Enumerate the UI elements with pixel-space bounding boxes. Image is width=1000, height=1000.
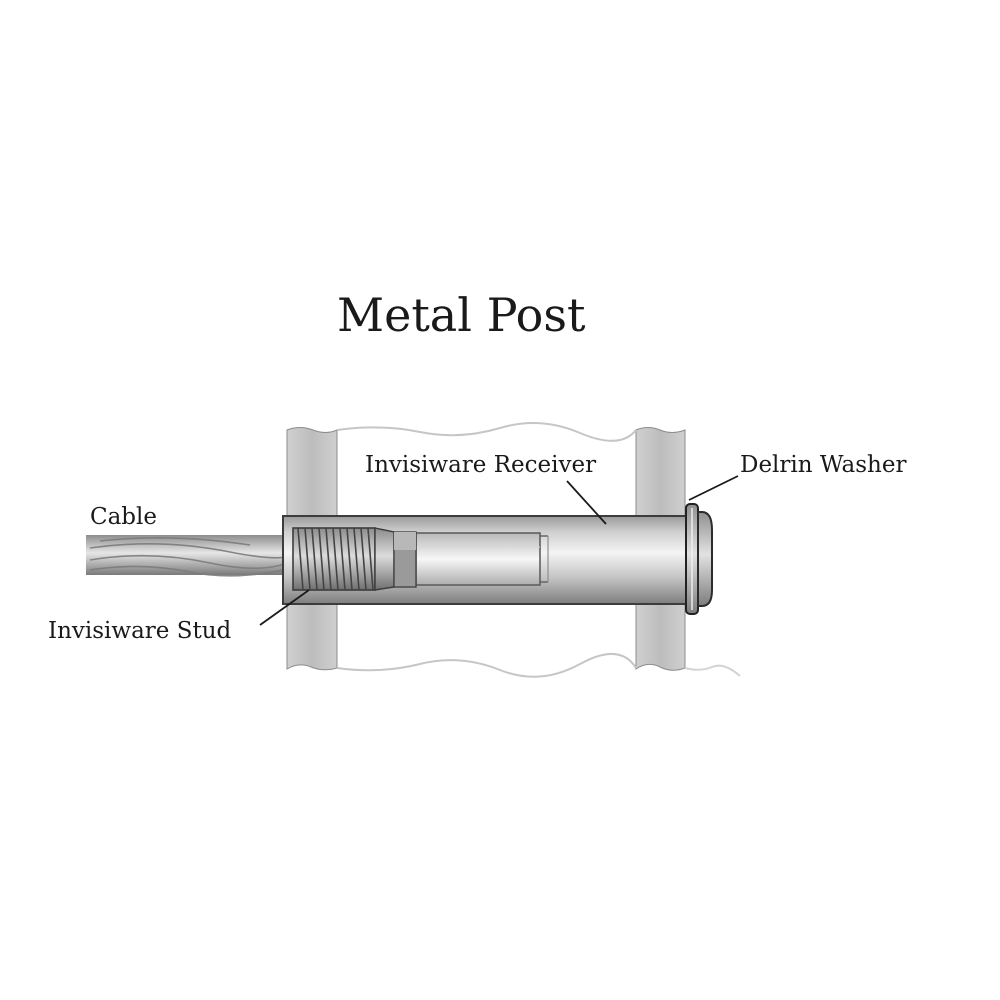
label-delrin-washer: Delrin Washer (740, 452, 907, 478)
cable (86, 535, 301, 577)
label-cable: Cable (90, 504, 158, 530)
leader-stud (259, 589, 310, 626)
label-invisiware-stud: Invisiware Stud (48, 618, 232, 644)
diagram-title: Metal Post (337, 288, 586, 342)
leader-lines (259, 475, 739, 626)
label-invisiware-receiver: Invisiware Receiver (365, 452, 597, 478)
leader-receiver (566, 480, 607, 525)
post-interior-edges (336, 422, 741, 678)
delrin-washer (685, 503, 713, 615)
leader-washer (688, 475, 739, 501)
stud (292, 527, 417, 591)
